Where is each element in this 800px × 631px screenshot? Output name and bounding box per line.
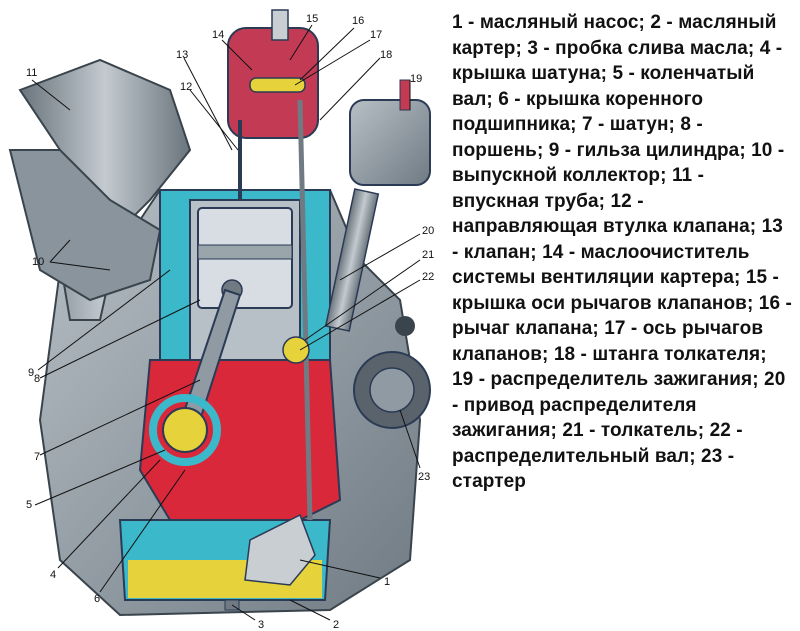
callout-11: 11 [26,67,37,79]
legend-item-17: 17 - ось рычагов клапанов; [452,318,764,365]
legend-item-22: 22 - распределительный вал; [452,420,743,467]
crank-bearing-cap [149,394,221,466]
legend-item-8: 8 - поршень; [452,114,703,161]
legend-item-19: 19 - распределитель зажигания; [452,369,759,390]
legend-item-11: 11 - впускная труба; [452,165,705,212]
legend-item-15: 15 - крышка оси рычагов клапанов; [452,267,779,314]
legend-item-23: 23 - стартер [452,445,735,493]
crankshaft [162,407,208,453]
engine-cutaway-diagram: 1 2 3 4 5 6 7 8 9 10 10 11 12 13 14 15 1… [8,9,434,631]
distributor-terminal [399,79,411,111]
legend-item-20: 20 - привод распределителя зажигания; [452,369,786,441]
legend-item-10: 10 - выпускной коллектор; [452,139,785,187]
legend-item-18: 18 - штанга толкателя; [553,343,767,365]
legend-item-14: 14 - маслоочиститель системы вентиляции … [452,241,750,289]
legend-item-13: 13 - клапан; [452,216,783,263]
callout-14: 14 [212,29,224,41]
callout-3: 3 [258,619,264,631]
legend-item-2: 2 - масляный картер; [452,12,777,59]
legend-item-1: 1 - масляный насос; [452,12,645,33]
piston-rings [197,244,293,260]
leader-lines [31,24,421,621]
callout-4: 4 [50,569,56,581]
oil-pump [244,513,316,586]
callout-18: 18 [380,49,392,61]
callout-5: 5 [26,499,32,511]
legend-item-4: 4 - крышка шатуна; [452,37,783,85]
camshaft [282,336,310,364]
legend-item-7: 7 - шатун; [581,114,675,135]
legend-item-16: 16 - рычаг клапана; [452,292,792,340]
legend-item-21: 21 - толкатель; [562,420,705,441]
legend-item-9: 9 - гильза цилиндра; [548,139,746,161]
legend-item-3: 3 - пробка слива масла; [527,37,755,59]
pushrod [297,99,313,521]
legend-item-12: 12 - направляющая втулка клапана; [452,190,757,238]
exhaust-manifold [8,149,162,302]
parts-legend: 1 - масляный насос; 2 - масляный картер;… [452,10,792,495]
callout-21: 21 [422,249,434,261]
callout-12: 12 [180,81,192,93]
oil-filler-cap [271,9,289,41]
distributor [349,99,431,186]
callout-19: 19 [410,73,422,85]
legend-item-5: 5 - коленчатый вал; [452,63,755,110]
starter-inner [369,367,415,413]
callout-23: 23 [418,471,430,483]
callout-16: 16 [352,15,364,27]
callout-13: 13 [176,49,188,61]
callout-15: 15 [306,13,318,25]
callout-10a: 10 [32,256,44,268]
callout-7: 7 [34,451,40,463]
callout-17: 17 [370,29,382,41]
callout-8: 8 [34,373,40,385]
callout-22: 22 [422,271,434,283]
legend-item-6: 6 - крышка коренного подшипника; [452,88,704,136]
starter-knob [395,316,415,336]
rocker-arm [249,77,306,93]
callout-1: 1 [384,576,390,588]
callout-20: 20 [422,225,434,237]
callout-9: 9 [28,367,34,379]
callout-2: 2 [333,619,339,631]
callout-labels: 1 2 3 4 5 6 7 8 9 10 10 11 12 13 14 15 1… [26,13,434,631]
callout-6: 6 [94,593,100,605]
